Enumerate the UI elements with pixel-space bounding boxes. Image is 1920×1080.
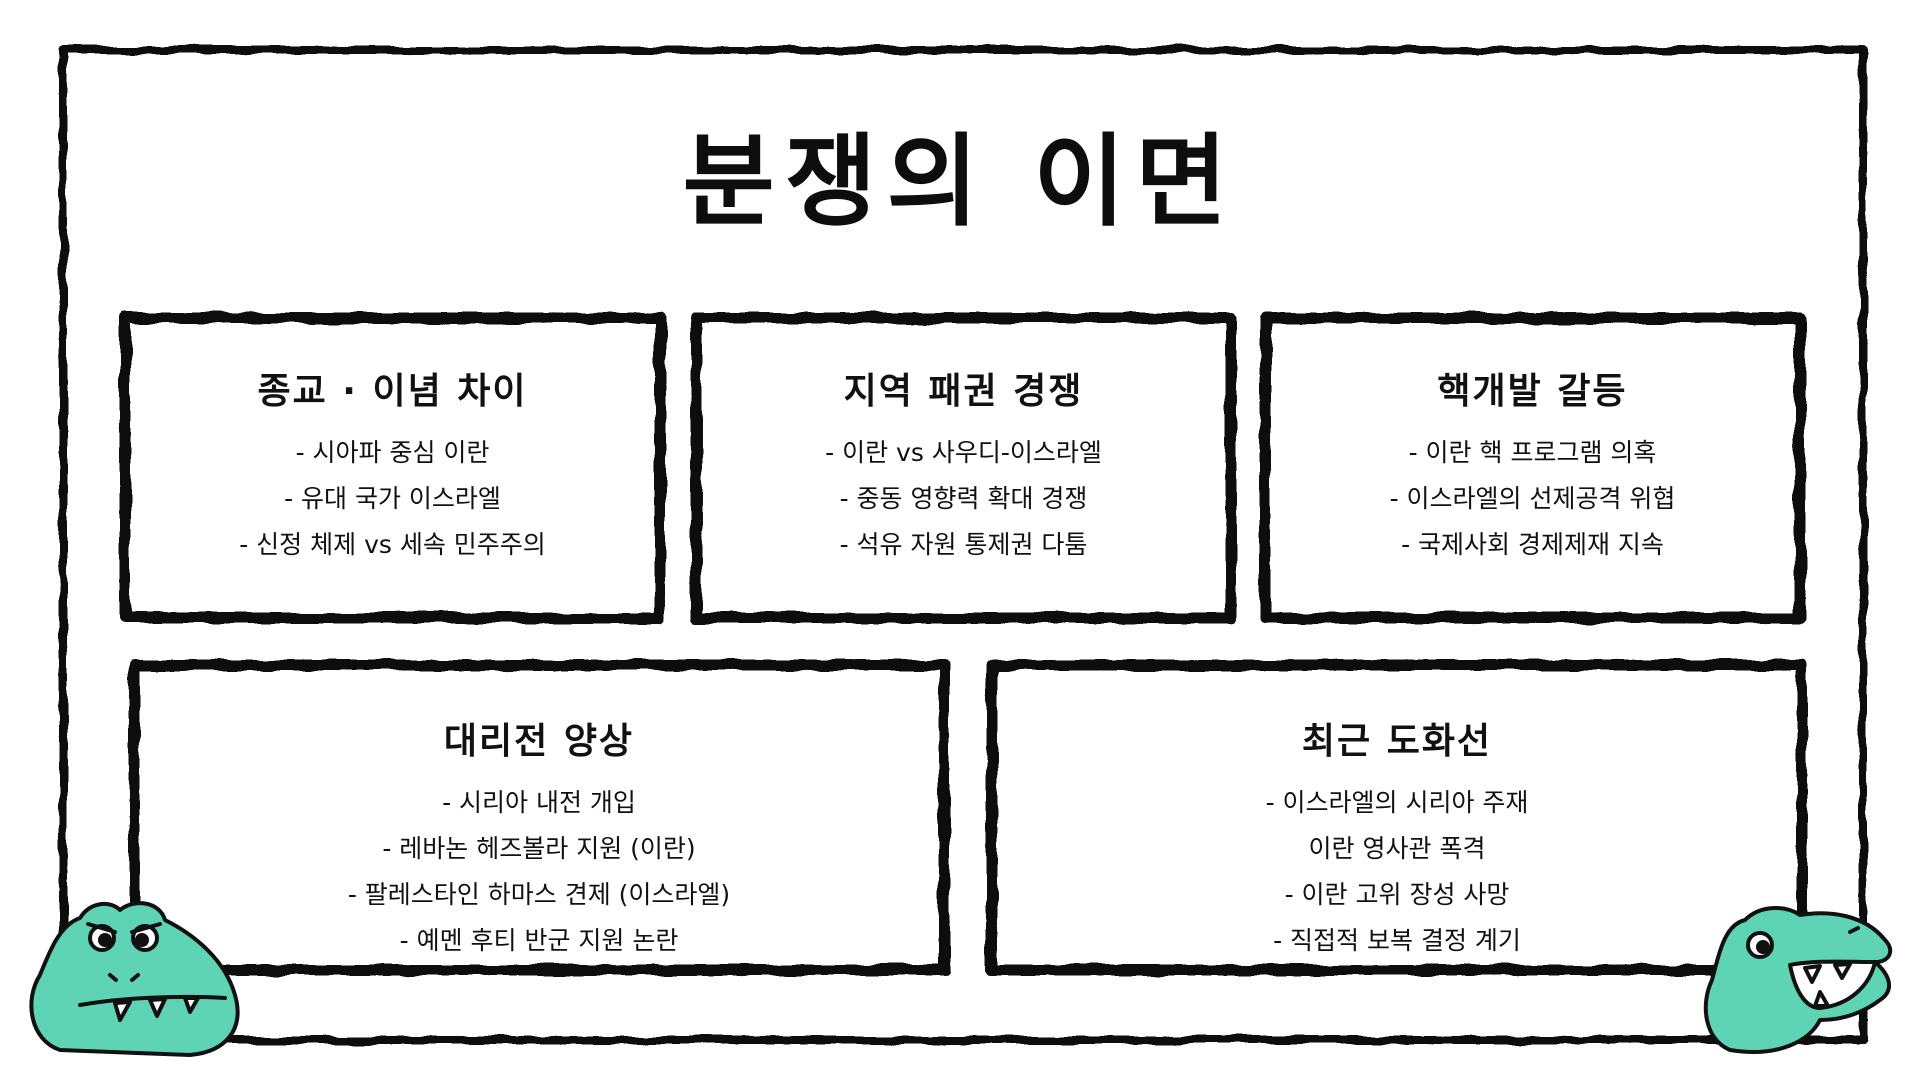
card-religion-ideology: 종교 · 이념 차이 - 시아파 중심 이란 - 유대 국가 이스라엘 - 신정…	[125, 362, 660, 568]
list-item: - 직접적 보복 결정 계기	[1273, 926, 1521, 955]
list-item: - 이란 vs 사우디-이스라엘	[825, 438, 1102, 467]
list-item: - 시아파 중심 이란	[295, 438, 490, 467]
card-title: 최근 도화선	[1301, 721, 1493, 762]
list-item: - 예멘 후티 반군 지원 논란	[399, 926, 679, 955]
list-item: - 유대 국가 이스라엘	[284, 484, 501, 513]
card-title: 종교 · 이념 차이	[257, 371, 528, 412]
crocodile-mascot-left-icon	[29, 901, 240, 1057]
list-item: - 이란 고위 장성 사망	[1284, 880, 1510, 909]
list-item: - 석유 자원 통제권 다툼	[839, 530, 1088, 559]
list-item: - 이란 핵 프로그램 의혹	[1408, 438, 1657, 467]
list-item: - 국제사회 경제제재 지속	[1401, 530, 1664, 559]
list-item: - 시리아 내전 개입	[442, 788, 636, 817]
card-nuclear-conflict: 핵개발 갈등 - 이란 핵 프로그램 의혹 - 이스라엘의 선제공격 위협 - …	[1265, 362, 1800, 568]
list-item: - 레바논 헤즈볼라 지원 (이란)	[382, 834, 696, 863]
list-item: - 중동 영향력 확대 경쟁	[839, 484, 1088, 513]
crocodile-mascot-right-icon	[1703, 906, 1893, 1054]
card-title: 핵개발 갈등	[1437, 371, 1628, 412]
card-recent-trigger: 최근 도화선 - 이스라엘의 시리아 주재 이란 영사관 폭격 - 이란 고위 …	[992, 712, 1802, 964]
list-item: - 신정 체제 vs 세속 민주주의	[239, 530, 546, 559]
card-proxy-war: 대리전 양상 - 시리아 내전 개입 - 레바논 헤즈볼라 지원 (이란) - …	[134, 712, 944, 964]
card-regional-hegemony: 지역 패권 경쟁 - 이란 vs 사우디-이스라엘 - 중동 영향력 확대 경쟁…	[696, 362, 1231, 568]
list-item: - 이스라엘의 시리아 주재	[1265, 788, 1529, 817]
list-item: - 팔레스타인 하마스 견제 (이스라엘)	[347, 880, 731, 909]
page-title: 분쟁의 이면	[682, 123, 1238, 240]
card-title: 대리전 양상	[443, 721, 635, 762]
list-item: - 이스라엘의 선제공격 위협	[1389, 484, 1676, 513]
card-title: 지역 패권 경쟁	[843, 371, 1084, 412]
list-item: 이란 영사관 폭격	[1308, 834, 1486, 863]
